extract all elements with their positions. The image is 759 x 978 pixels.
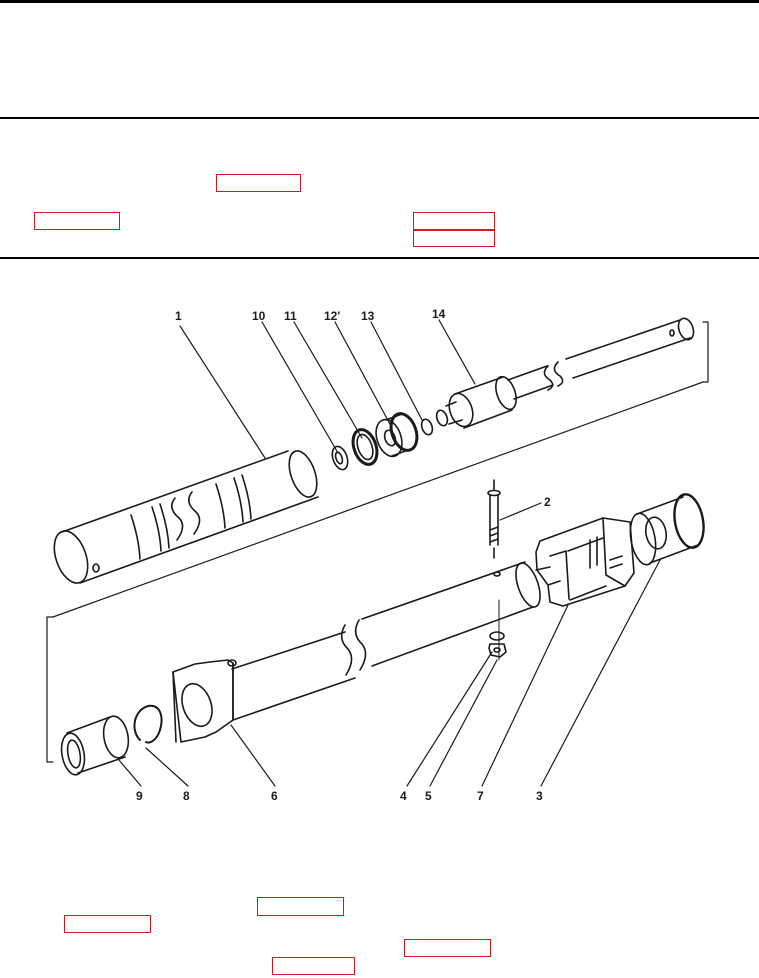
part-12-piston — [375, 412, 419, 458]
part-11-ring — [351, 428, 379, 466]
callout-9: 9 — [136, 789, 143, 803]
callout-10: 10 — [252, 309, 266, 323]
part-6-tube — [172, 561, 541, 743]
reference-box[interactable] — [34, 212, 120, 230]
exploded-view-illustration: 1 10 11 12' 13 14 2 9 8 6 4 5 7 3 — [46, 307, 709, 803]
reference-box[interactable] — [64, 915, 151, 933]
callout-4: 4 — [400, 789, 407, 803]
part-8-retaining-ring — [133, 704, 163, 744]
part-9-sleeve — [60, 715, 130, 776]
callout-2: 2 — [544, 495, 551, 509]
reference-box[interactable] — [404, 939, 491, 957]
callout-14: 14 — [432, 307, 446, 321]
callout-3: 3 — [536, 789, 543, 803]
alignment-lines — [46, 321, 709, 763]
callout-12: 12' — [324, 309, 340, 323]
callout-11: 11 — [284, 309, 297, 323]
part-14-rod — [435, 317, 695, 429]
reference-box[interactable] — [216, 174, 301, 192]
reference-box[interactable] — [257, 897, 344, 916]
callout-5: 5 — [425, 789, 432, 803]
callout-1: 1 — [175, 309, 182, 323]
part-13-o-ring — [420, 418, 434, 436]
callout-13: 13 — [361, 309, 375, 323]
top-border-rule — [0, 0, 759, 3]
part-4-5-nut-washer — [488, 599, 507, 661]
part-1-shaft — [53, 450, 319, 584]
part-3-bushing — [629, 493, 705, 566]
section-divider-rule — [0, 257, 759, 259]
part-2-bolt — [487, 479, 501, 559]
header-divider-rule — [0, 117, 759, 119]
leader-lines — [118, 319, 661, 787]
part-10-washer — [331, 445, 349, 471]
callout-6: 6 — [271, 789, 278, 803]
reference-box[interactable] — [413, 230, 495, 247]
reference-box[interactable] — [272, 957, 355, 975]
part-7-clevis — [535, 517, 635, 607]
callout-7: 7 — [477, 789, 484, 803]
reference-box[interactable] — [413, 212, 495, 230]
callout-8: 8 — [183, 789, 190, 803]
